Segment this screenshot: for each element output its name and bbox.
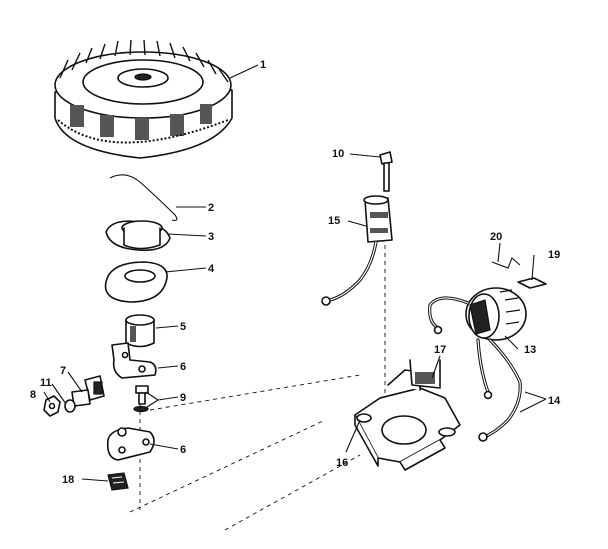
callout-7: 7: [60, 365, 66, 377]
ignition-coil: [428, 287, 527, 341]
screw: [133, 385, 149, 413]
callout-20: 20: [490, 231, 502, 243]
callout-13: 13: [524, 344, 536, 356]
callout-1: 1: [260, 59, 266, 71]
callout-2: 2: [208, 202, 214, 214]
callout-6-upper: 6: [180, 361, 186, 373]
bushing: [125, 314, 155, 348]
callout-5: 5: [180, 321, 186, 333]
ground-wires: [476, 338, 522, 442]
plate-tab: [517, 277, 547, 289]
condenser: [321, 195, 393, 306]
callout-4: 4: [208, 263, 215, 275]
callout-16: 16: [336, 457, 348, 469]
callout-11: 11: [40, 377, 52, 389]
breaker-arm: [111, 342, 157, 379]
callout-17: 17: [434, 344, 446, 356]
coil-bracket: [354, 359, 461, 471]
spring-clip: [109, 174, 178, 221]
callout-6-lower: 6: [180, 444, 186, 456]
cup-washer: [105, 220, 171, 252]
hex-nut: [43, 395, 61, 417]
contact-points: [71, 375, 105, 407]
callout-18: 18: [62, 474, 74, 486]
wire-clip: [491, 257, 521, 269]
callout-15: 15: [328, 215, 340, 227]
flywheel: [54, 39, 233, 159]
callout-3: 3: [208, 231, 214, 243]
callout-19: 19: [548, 249, 560, 261]
plate-washer: [104, 261, 168, 303]
callout-10: 10: [332, 148, 344, 160]
felt-wick: [107, 472, 129, 491]
callout-numbers: 1 2 3 4 5 6 6 7 8 9 10 11 13 14 15 16 17…: [30, 59, 561, 486]
bolt: [379, 151, 393, 192]
callout-14: 14: [548, 395, 561, 407]
breaker-base-plate: [106, 427, 155, 461]
callout-9: 9: [180, 392, 186, 404]
callout-8: 8: [30, 389, 36, 401]
leader-lines: [43, 64, 547, 482]
assembly-guide-lines: [129, 245, 386, 531]
small-washer: [64, 399, 76, 413]
